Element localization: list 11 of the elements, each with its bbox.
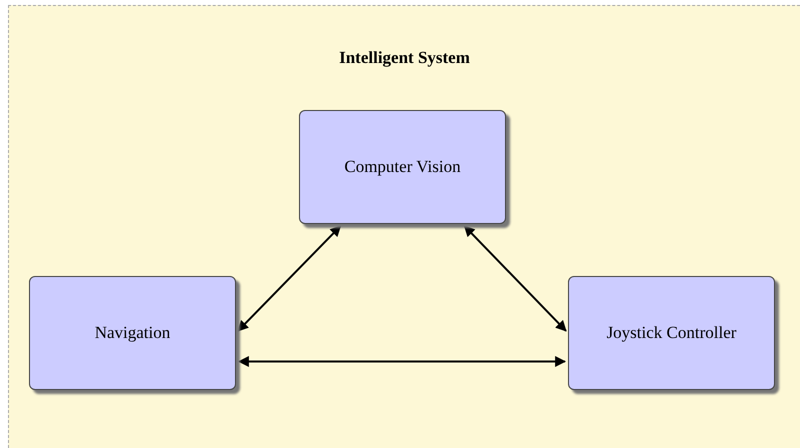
box-label: Navigation: [94, 323, 170, 343]
box-label: Joystick Controller: [606, 323, 736, 343]
panel-title: Intelligent System: [338, 48, 471, 68]
double-arrow: [464, 225, 567, 332]
double-arrow: [237, 225, 342, 332]
component-box: [29, 276, 236, 390]
system-panel: [8, 5, 800, 448]
component-box: [299, 110, 506, 224]
component-box: [568, 276, 775, 390]
box-label: Computer Vision: [344, 157, 461, 177]
double-arrow: [238, 356, 566, 367]
